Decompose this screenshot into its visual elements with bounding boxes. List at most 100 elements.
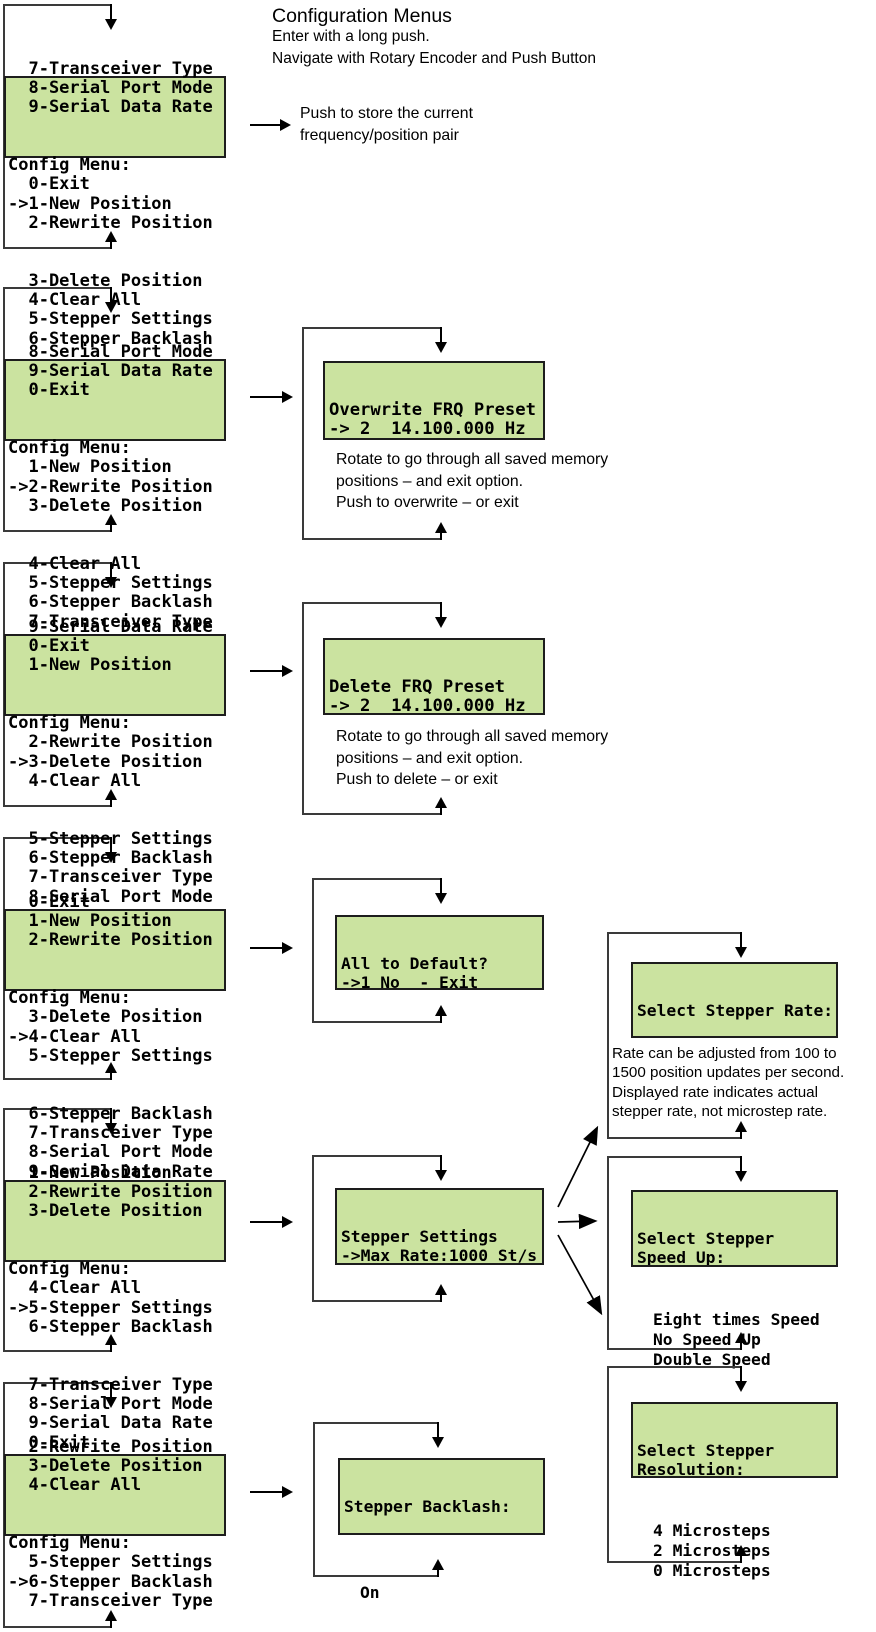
lcd-line: Select Stepper Rate: — [637, 1001, 834, 1021]
option-item: 0 Microsteps — [653, 1560, 771, 1580]
screen-cycle-arrow — [607, 1366, 747, 1563]
lcd-line — [344, 1517, 539, 1533]
menu-item: 2-Rewrite Position — [8, 732, 213, 753]
menu-item: 0-Exit — [8, 635, 90, 656]
menu-item: 3-Delete Position — [8, 495, 203, 516]
menu-item: 8-Serial Port Mode — [8, 1142, 213, 1163]
lcd-line: Stepper Settings — [341, 1227, 498, 1247]
arrow-down-icon — [105, 1382, 117, 1408]
menu-item: 6-Stepper Backlash — [8, 848, 213, 869]
menu-item: ->4-Clear All — [8, 1026, 142, 1047]
menu-item: 3-Delete Position — [8, 1007, 203, 1028]
screen-cycle-arrow — [607, 1156, 747, 1350]
menu-item: 9-Serial Data Rate — [8, 97, 213, 118]
menu-item: 3-Delete Position — [8, 1455, 203, 1476]
arrow-down-icon — [105, 4, 117, 30]
arrow-down-icon — [435, 1155, 447, 1181]
annotation-line: 1500 position updates per second. — [612, 1064, 845, 1082]
arrow-up-icon — [435, 1005, 447, 1023]
screen-cycle-arrow — [312, 878, 447, 1023]
lcd-line: with 14.200.000 Hz — [329, 438, 539, 440]
menu-item: 1-New Position — [8, 910, 172, 931]
arrow-up-icon — [105, 1062, 117, 1080]
lcd-stepper-backlash: Stepper Backlash:->Off — [338, 1458, 545, 1535]
config-menu-2: 8-Serial Port Mode 9-Serial Data Rate 0-… — [0, 287, 250, 632]
stepper-rate-annotation: Rate can be adjusted from 100 to 1500 pos… — [612, 1044, 844, 1121]
menu-item: Config Menu: — [8, 1533, 131, 1554]
menu-item: ->2-Rewrite Position — [8, 476, 213, 497]
lcd-line: Select Stepper — [637, 1229, 775, 1249]
arrow-down-icon — [435, 602, 447, 628]
arrow-up-icon — [735, 1545, 747, 1563]
menu-item: 0-Exit — [8, 1432, 90, 1453]
flow-arrow-icon — [250, 1485, 293, 1498]
lcd-select-stepper-rate: Select Stepper Rate:->1000 Steps/Second — [631, 962, 838, 1038]
menu-item: 8-Serial Port Mode — [8, 341, 213, 362]
menu-item: 2-Rewrite Position — [8, 1181, 213, 1202]
option-item: 4 Microsteps — [653, 1521, 771, 1541]
menu-item: 7-Transceiver Type — [8, 1590, 213, 1611]
lcd-line: Overwrite FRQ Preset — [329, 400, 536, 421]
flow-arrow-icon — [250, 941, 293, 954]
menu-item: Config Menu: — [8, 438, 131, 459]
arrow-up-icon — [435, 522, 447, 540]
menu-item: 5-Stepper Settings — [8, 573, 213, 594]
arrow-up-icon — [735, 1332, 747, 1350]
menu-item: 0-Exit — [8, 380, 90, 401]
arrow-down-icon — [435, 878, 447, 904]
menu-item: 2-Rewrite Position — [8, 212, 213, 233]
menu-item: 8-Serial Port Mode — [8, 77, 213, 98]
delete-annotation: Rotate to go through all saved memory pos… — [336, 726, 608, 791]
screen-cycle-arrow — [302, 327, 447, 540]
arrow-down-icon — [105, 837, 117, 863]
menu-item: 4-Clear All — [8, 553, 142, 574]
config-menu-6: 2-Rewrite Position 3-Delete Position 4-C… — [0, 1382, 250, 1632]
lcd-line: -> 2 14.100.000 Hz — [329, 418, 526, 439]
lcd-window-highlight — [4, 1454, 226, 1536]
lcd-line: Select Stepper — [637, 1441, 775, 1461]
lcd-window-highlight — [4, 76, 226, 158]
menu-item: 7-Transceiver Type — [8, 1374, 213, 1395]
annotation-line: stepper rate, not microstep rate. — [612, 1102, 828, 1120]
annotation-line: Rotate to go through all saved memory — [336, 451, 609, 468]
option-item: Double Speed — [653, 1349, 771, 1369]
screen-cycle-arrow — [302, 602, 447, 815]
menu-item: 2-Rewrite Position — [8, 1436, 213, 1457]
annotation-line: Rate can be adjusted from 100 to — [612, 1045, 837, 1062]
arrow-up-icon — [105, 514, 117, 532]
arrow-up-icon — [435, 797, 447, 815]
menu-item: 8-Serial Port Mode — [8, 1394, 213, 1415]
menu-item: 6-Stepper Backlash — [8, 592, 213, 613]
annotation-line: positions – and exit option. — [336, 749, 524, 767]
menu-item: Config Menu: — [8, 1259, 131, 1280]
menu-item: 6-Stepper Backlash — [8, 1103, 213, 1124]
menu-item: 3-Delete Position — [8, 270, 203, 291]
config-menu-3: 9-Serial Data Rate 0-Exit 1-New Position… — [0, 562, 250, 907]
lcd-stepper-settings: Stepper Settings->Max Rate:1000 St/s Var… — [335, 1188, 544, 1265]
lcd-all-to-default: All to Default?->1 No - Exit 2 Yes - Res… — [335, 915, 544, 990]
annotation-line: Push to overwrite – or exit — [336, 494, 519, 511]
backlash-options: On — [360, 1544, 399, 1632]
menu-item: 4-Clear All — [8, 290, 142, 311]
page-title: Configuration Menus — [272, 5, 452, 27]
arrow-up-icon — [105, 1610, 117, 1628]
lcd-line: Delete FRQ Preset — [329, 677, 505, 698]
header-instruction-2: Navigate with Rotary Encoder and Push Bu… — [272, 50, 596, 67]
option-item: On — [360, 1583, 380, 1603]
menu-item: 5-Stepper Settings — [8, 1552, 213, 1573]
annotation-line: Rotate to go through all saved memory — [336, 728, 609, 745]
arrow-down-icon — [105, 562, 117, 588]
menu-item: 5-Stepper Settings — [8, 1045, 213, 1066]
lcd-line: Speed Up: — [637, 1247, 726, 1267]
arrow-up-icon — [105, 789, 117, 807]
menu-item: ->1-New Position — [8, 193, 172, 214]
screen-cycle-arrow — [312, 1155, 447, 1302]
lcd-line: ->Max Rate:1000 St/s — [341, 1245, 538, 1265]
menu-item: Config Menu: — [8, 713, 131, 734]
